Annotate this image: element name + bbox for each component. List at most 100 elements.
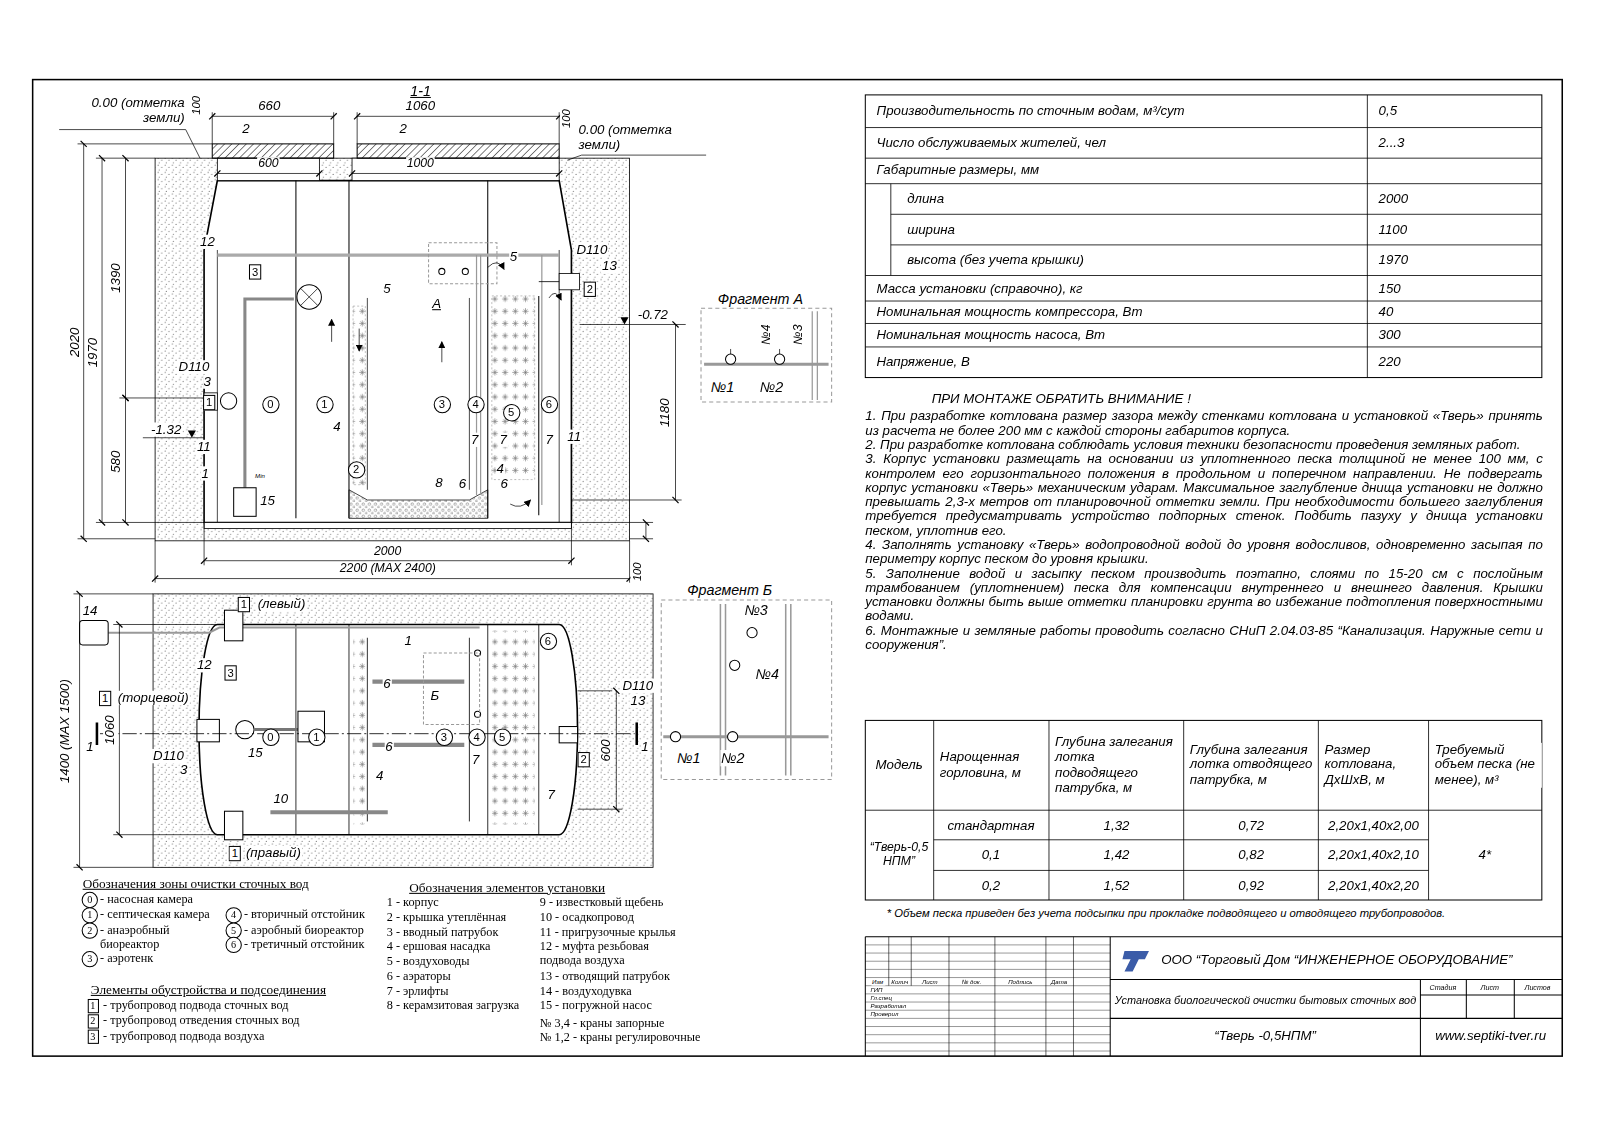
drawing-label: 5 - воздуховоды: [386, 955, 471, 969]
section-view: [429, 243, 497, 284]
section-view: [212, 144, 333, 158]
section-view: [462, 268, 468, 274]
plan-view: [153, 594, 653, 867]
drawing-label: 0,5: [1378, 104, 1398, 119]
drawing-label: Дата: [1050, 978, 1068, 985]
section-view: [620, 317, 628, 324]
drawing-label: 6: [382, 676, 391, 691]
drawing-label: 1,52: [1103, 878, 1131, 893]
drawing-label: 1970: [85, 336, 100, 368]
drawing-label: 4: [495, 462, 504, 477]
note-paragraph: 3. Корпус установки размещать на основан…: [865, 452, 1543, 538]
drawing-label: Лист: [1480, 984, 1500, 992]
drawing-label: 6: [499, 476, 508, 491]
heading-text: Элементы обустройства и подсоединения: [90, 982, 327, 997]
drawing-label: Производительность по сточным водам, м³/…: [876, 104, 1186, 119]
plan-view: [224, 811, 242, 840]
drawing-label: ширина: [906, 222, 956, 237]
zone-number: 1: [308, 728, 325, 745]
section-view: [204, 522, 571, 565]
drawing-label: 0,82: [1237, 847, 1265, 862]
drawing-label: 14: [82, 604, 99, 619]
drawing-label: 15: [247, 745, 264, 760]
drawing-label: (правый): [245, 845, 302, 860]
section-view: [549, 293, 561, 300]
drawing-label: - аэротенк: [99, 952, 154, 966]
connection-number: 3: [249, 264, 261, 279]
drawing-label: - вторичный отстойник: [243, 908, 366, 922]
connection-number: 3: [87, 1030, 98, 1044]
connection-number: 1: [87, 999, 98, 1013]
drawing-label: 1: [640, 739, 649, 754]
drawing-label: 2200 (MAX 2400): [339, 562, 437, 576]
heading-text: 1-1: [409, 83, 432, 99]
section-view: [245, 299, 294, 488]
fragment-a: [730, 349, 731, 354]
section-view: [220, 393, 236, 409]
drawing-label: - аэробный биореактор: [243, 923, 365, 937]
drawing-label: 7: [470, 432, 479, 447]
drawing-label: 1390: [109, 262, 124, 294]
plan-view: [296, 624, 539, 834]
drawing-label: 4: [375, 768, 384, 783]
connection-number: 3: [224, 665, 236, 680]
drawing-label: 0,92: [1237, 878, 1265, 893]
drawing-label: Гл.спец: [869, 994, 893, 1001]
drawing-label: 1060: [405, 98, 437, 113]
drawing-label: 5: [382, 281, 391, 296]
drawing-label: 2,20х1,40х2,20: [1327, 878, 1420, 893]
drawing-label: Установка биологической очистки бытовых …: [1114, 994, 1417, 1007]
drawing-label: Глубина залегания лотка подводящего патр…: [1054, 735, 1181, 796]
drawing-label: 10 - осадкопровод: [539, 911, 635, 925]
drawing-label: 1970: [1378, 253, 1410, 268]
plan-view: [79, 594, 80, 867]
section-view: [125, 398, 126, 522]
zone-number: 0: [262, 395, 279, 412]
note-paragraph: 1. При разработке котлована размер зазор…: [865, 409, 1543, 438]
drawing-label: 4*: [1478, 847, 1493, 862]
drawing-label: Размер котлована, ДхШхВ, м: [1323, 742, 1427, 788]
zone-number: 4: [226, 907, 242, 923]
section-view: [580, 324, 686, 325]
plan-view: [492, 631, 535, 825]
drawing-label: 1,32: [1103, 818, 1131, 833]
connection-number: 1: [99, 690, 111, 705]
drawing-label: стандартная: [946, 818, 1035, 833]
plan-view: [353, 635, 365, 825]
zone-number: 1: [82, 907, 98, 923]
drawing-label: -1.32: [150, 422, 182, 437]
plan-view: [100, 733, 635, 734]
drawing-label: 12 - муфта резьбовая подвода воздуха: [539, 940, 679, 968]
section-view: [78, 144, 213, 539]
fragment-b: [670, 732, 680, 742]
fragment-a: [779, 349, 780, 354]
section-view: [102, 158, 103, 522]
drawing-label: Глубина залегания лотка отводящего патру…: [1189, 742, 1316, 788]
section-view: [297, 285, 321, 309]
plan-view: [97, 722, 637, 744]
plan-view: [80, 620, 109, 644]
title-block: [865, 937, 1562, 1056]
fragment-a: [704, 363, 828, 366]
section-view: [204, 560, 571, 561]
drawing-label: 2...3: [1378, 135, 1406, 150]
drawing-label: № 3,4 - краны запорные: [539, 1016, 666, 1030]
drawing-label: 1: [404, 633, 413, 648]
section-view: [155, 578, 629, 579]
title-block: [865, 945, 1110, 1051]
drawing-label: 1: [201, 466, 210, 481]
section-view: [357, 144, 559, 158]
fragment-a: [726, 354, 736, 364]
zone-number: 3: [433, 395, 450, 412]
drawing-label: 4 - ершовая насадка: [386, 940, 492, 954]
drawing-label: длина: [906, 191, 945, 206]
connection-number: 2: [584, 281, 596, 296]
drawing-label: 13: [630, 693, 647, 708]
zone-number: 2: [347, 461, 364, 478]
drawing-label: 100: [190, 95, 203, 116]
plan-view: [616, 691, 617, 809]
drawing-label: №3: [743, 602, 768, 618]
model-table: [865, 720, 1542, 900]
drawing-label: 12: [199, 234, 216, 249]
connection-number: 2: [578, 752, 590, 767]
